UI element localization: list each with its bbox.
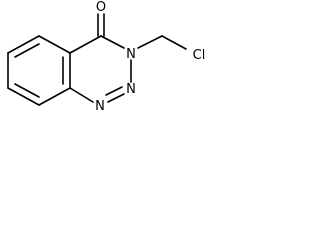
benzene-ring bbox=[7, 35, 71, 106]
chloromethyl-group bbox=[137, 35, 187, 50]
bond-c5-c6 bbox=[7, 35, 40, 54]
bond-n1-c8a bbox=[69, 87, 94, 103]
bond-n3-ch2 bbox=[137, 35, 163, 49]
triazinone-ring bbox=[69, 35, 132, 103]
bond-c4-n3 bbox=[100, 35, 125, 49]
bond-c5-c6-inner bbox=[14, 43, 40, 58]
bond-ch2-cl bbox=[161, 35, 187, 50]
bond-c7-c8 bbox=[7, 87, 40, 106]
ring-nitrogen-3-label: N bbox=[126, 47, 136, 62]
bond-c4a-c4 bbox=[69, 35, 102, 54]
bond-c7-c8-inner bbox=[14, 83, 40, 98]
chemical-structure-diagram: O N N N Cl bbox=[7, 0, 206, 114]
ring-nitrogen-1-label: N bbox=[95, 99, 105, 114]
carbonyl-group bbox=[97, 13, 105, 37]
chlorine-label: Cl bbox=[193, 48, 206, 63]
carbonyl-oxygen-label: O bbox=[96, 0, 106, 15]
ring-nitrogen-2-label: N bbox=[126, 82, 136, 97]
bond-c4a-c5 bbox=[38, 35, 71, 54]
bond-n2-n1-inner bbox=[105, 86, 123, 96]
bond-c8-c8a bbox=[38, 87, 71, 106]
bond-n2-n1 bbox=[107, 93, 125, 103]
